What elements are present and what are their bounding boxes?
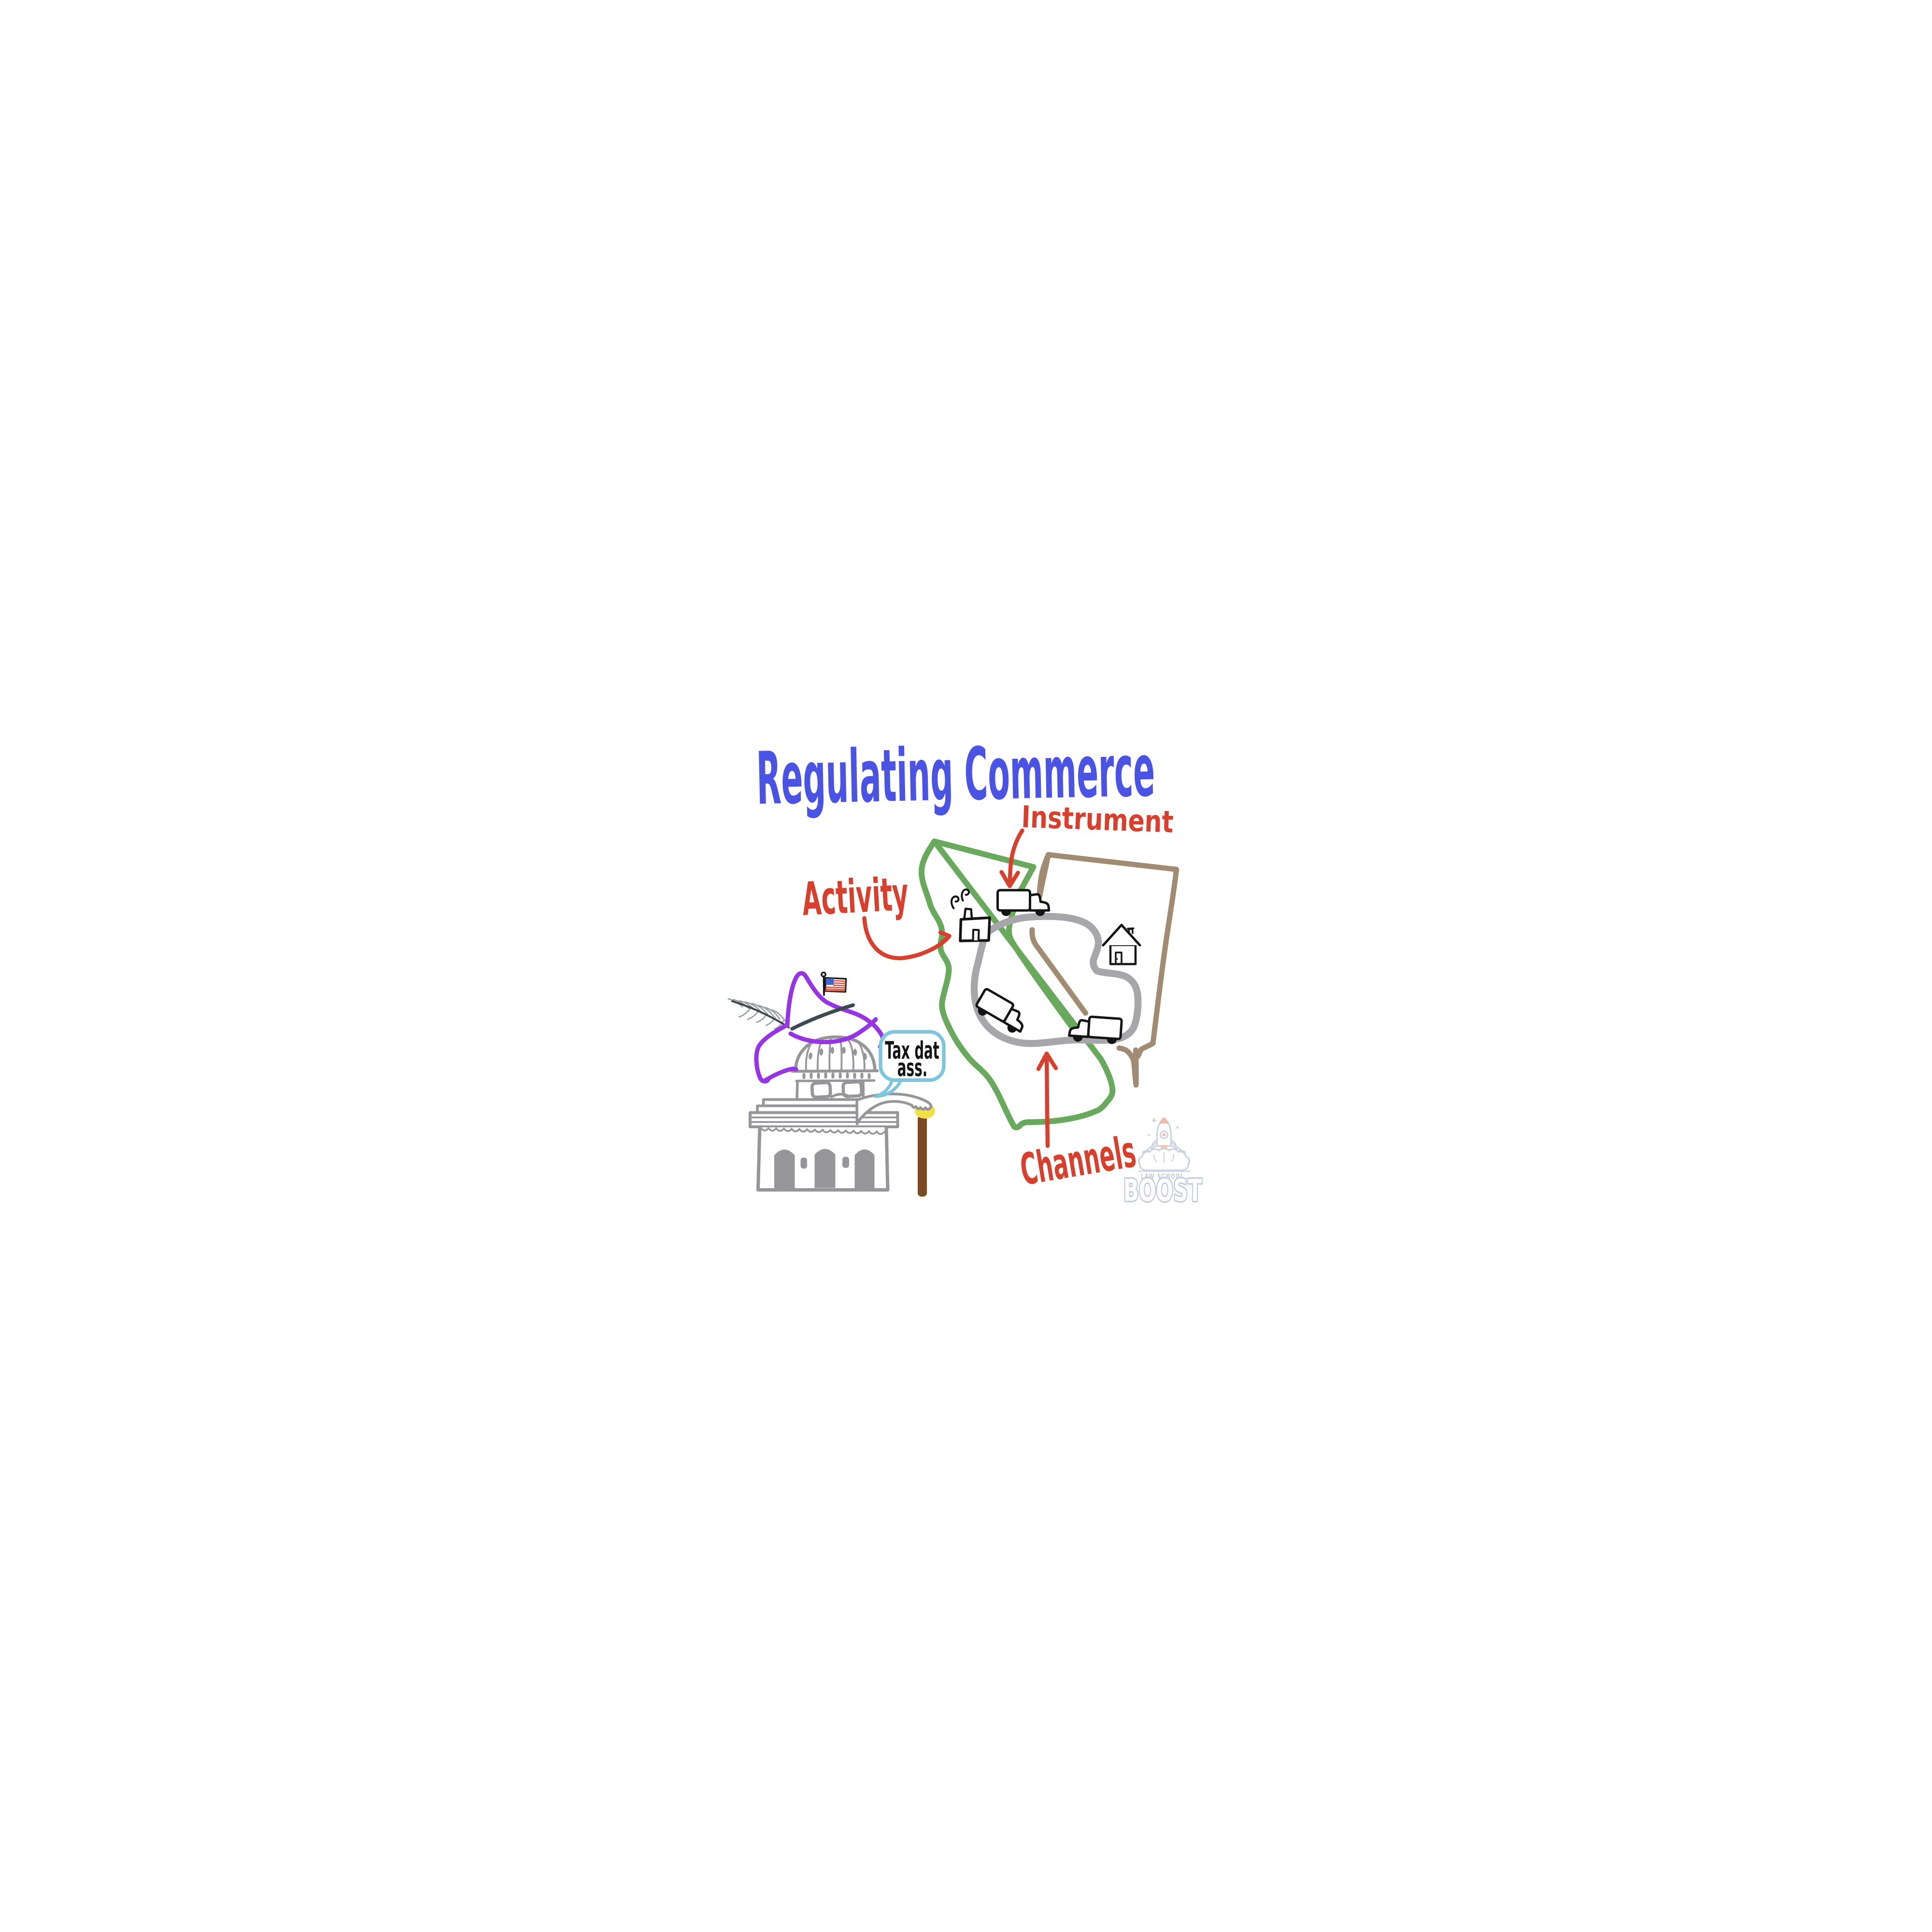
factory-chimney	[963, 908, 973, 920]
hat-under-brim	[763, 1066, 798, 1083]
law-school-boost-logo: LAW SCHOOL BOOST	[1122, 1117, 1204, 1208]
hat-front-brim-edge	[788, 1017, 878, 1044]
road-loop	[970, 913, 1142, 1047]
flag-stripes	[825, 980, 846, 992]
factory-door	[972, 929, 980, 941]
flag-pole-ball	[821, 971, 826, 978]
capitol-drum-slots	[802, 1072, 871, 1079]
speech-bubble: Tax dat ass.	[874, 1030, 946, 1098]
state-outline-brown	[1029, 852, 1179, 1088]
house-icon	[1102, 923, 1141, 966]
capitol-dome-windows	[809, 1047, 867, 1060]
truck-icon-left	[973, 988, 1031, 1036]
channels-arrow	[1036, 1051, 1058, 1148]
rocket-nose-cone	[1159, 1117, 1169, 1125]
rocket-logo-icon	[1137, 1117, 1191, 1172]
capitol-right-eye	[841, 1080, 864, 1098]
speech-bubble-body	[879, 1030, 946, 1082]
sparkle-star	[1151, 1117, 1157, 1123]
capitol-frown	[830, 1093, 851, 1098]
pimp-hat-icon	[727, 971, 886, 1084]
cane-icon	[915, 1103, 935, 1197]
sparkle-star	[1147, 1133, 1151, 1137]
hat-purple-strokes	[754, 971, 886, 1084]
capitol-roof-stripes	[750, 1116, 898, 1123]
brown-state-border	[1029, 852, 1179, 1088]
hat-crown-and-right-brim	[785, 971, 886, 1049]
label-activity: Activity	[801, 867, 909, 926]
hat-band	[790, 1003, 855, 1031]
capitol-left-eye	[810, 1081, 832, 1099]
capitol-dome-segments	[805, 1037, 866, 1072]
green-state-border	[918, 838, 1116, 1131]
house-body	[1109, 944, 1137, 966]
logo-tagline: LAW SCHOOL	[1141, 1172, 1184, 1181]
capitol-roof-band	[749, 1111, 899, 1128]
factory-smoke-squiggle	[950, 888, 970, 909]
feather-quill	[731, 1000, 790, 1029]
state-outline-green	[918, 838, 1116, 1131]
capitol-awning-scallops	[760, 1127, 885, 1135]
annotation-arrows	[862, 828, 1058, 1148]
cane-shaft	[918, 1115, 927, 1197]
label-channels: Channels	[1017, 1126, 1139, 1195]
activity-arrow	[862, 916, 952, 960]
house-door	[1115, 952, 1122, 965]
capitol-arches	[774, 1149, 875, 1188]
rocket-window-center	[1162, 1133, 1166, 1136]
capitol-dome	[794, 1035, 877, 1073]
feather-icon	[727, 998, 790, 1030]
house-roof	[1102, 923, 1141, 947]
scales-left-pan	[1142, 1142, 1157, 1155]
sparkle-star	[1175, 1125, 1180, 1130]
page-title: Regulating Commerce	[755, 729, 1155, 821]
logo-name: BOOST	[1123, 1173, 1202, 1208]
capitol-arm	[855, 1093, 933, 1125]
brain-smoke-squiggles	[1153, 1152, 1174, 1163]
speech-bubble-tail	[874, 1076, 904, 1098]
speech-bubble-line1: Tax dat	[885, 1037, 939, 1065]
us-flag-icon	[821, 971, 847, 996]
capitol-icon	[749, 1035, 899, 1192]
flag-canton	[825, 978, 834, 985]
capitol-drum-line	[795, 1079, 876, 1082]
label-instrument: Instrument	[1021, 799, 1174, 840]
capitol-face-block	[796, 1079, 865, 1101]
instrument-arrow	[999, 828, 1024, 888]
regulating-commerce-illustration: Tax dat ass. LAW SCHOOL BOOST Regulating…	[724, 724, 1208, 1208]
speech-bubble-line2: ass.	[897, 1054, 928, 1082]
house-door-knob	[1116, 958, 1118, 960]
factory-icon	[950, 888, 991, 942]
